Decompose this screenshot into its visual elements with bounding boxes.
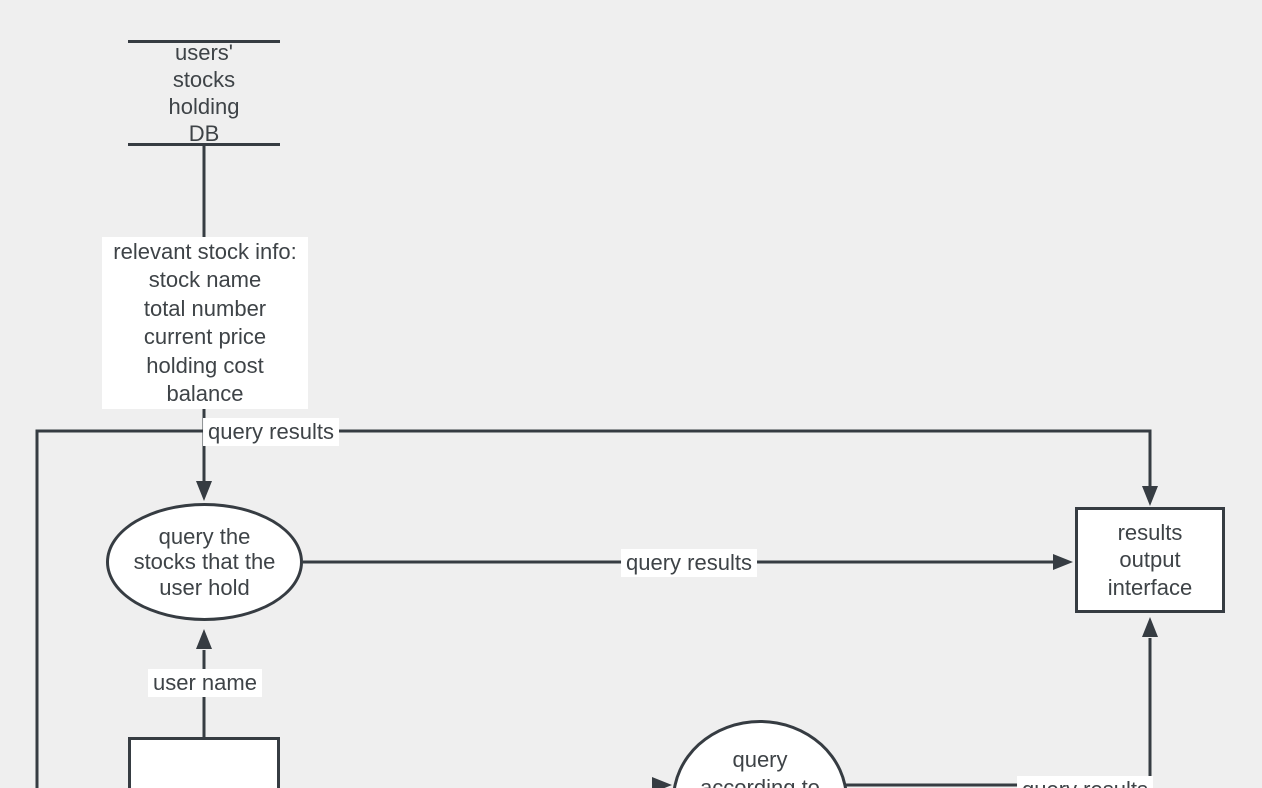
edge-label-query-results-top: query results: [203, 418, 339, 446]
process-query-user-stocks-label: query the stocks that the user hold: [133, 523, 276, 600]
arrowhead-into-bottom-process-icon: [652, 777, 672, 788]
note-relevant-stock-info-text: relevant stock info: stock name total nu…: [113, 238, 297, 407]
edge-label-query-results-bottom: query results: [1017, 776, 1153, 788]
note-relevant-stock-info: relevant stock info: stock name total nu…: [102, 237, 308, 409]
entity-results-output-interface: results output interface: [1075, 507, 1225, 613]
process-query-according-to-label: query according to: [700, 747, 820, 788]
process-query-according-to: query according to: [672, 720, 848, 788]
entity-user-label: user: [183, 740, 226, 788]
process-query-user-stocks: query the stocks that the user hold: [106, 503, 303, 621]
edge-loop-to-results-top: [35, 429, 1152, 788]
edge-label-query-results-mid: query results: [621, 549, 757, 577]
arrowhead-into-process-top-icon: [196, 481, 212, 501]
edge-label-user-name: user name: [148, 669, 262, 697]
entity-user: user: [128, 737, 280, 788]
datastore-users-stocks-holding-db: users' stocks holding DB: [128, 40, 280, 146]
datastore-label: users' stocks holding DB: [168, 40, 240, 146]
arrowhead-into-results-top-icon: [1142, 486, 1158, 506]
arrowhead-into-results-bottom-icon: [1142, 617, 1158, 637]
edge-bottom-process-to-results: [846, 638, 1152, 787]
arrowhead-into-results-left-icon: [1053, 554, 1073, 570]
arrowhead-into-process-bottom-icon: [196, 629, 212, 649]
entity-results-output-interface-label: results output interface: [1107, 519, 1193, 600]
